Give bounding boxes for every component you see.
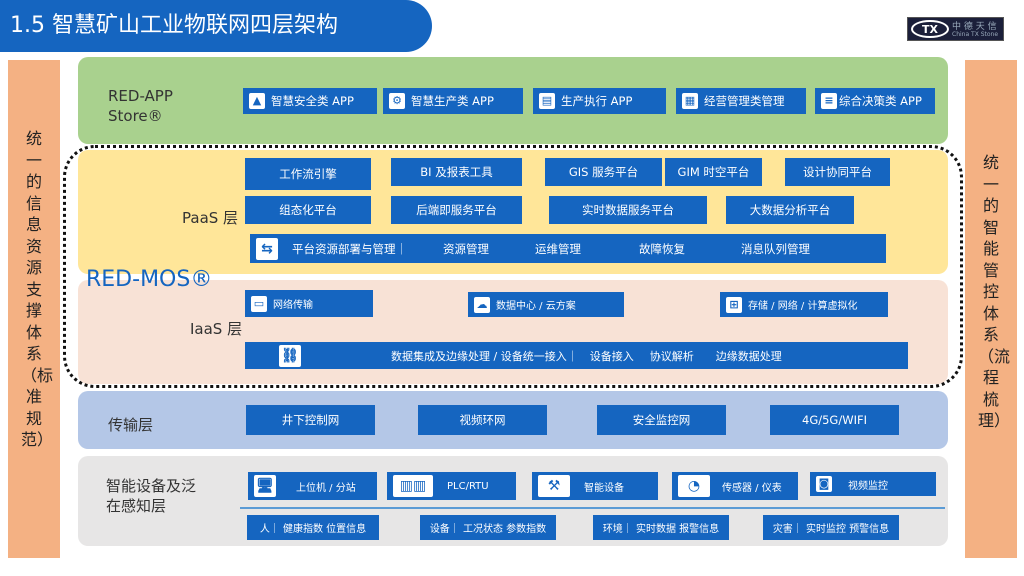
red-mos-label: RED-MOS®	[86, 267, 213, 292]
camera-icon: ◙	[816, 476, 832, 492]
app-production[interactable]: ⚙智慧生产类 APP	[383, 88, 523, 114]
app-management[interactable]: ▦经营管理类管理	[676, 88, 806, 114]
iaas-device-access[interactable]: 设备接入	[589, 349, 634, 363]
perception-divider	[240, 507, 945, 509]
logo-mark: TX	[911, 20, 949, 38]
logo-cn: 中 德 天 信	[952, 22, 997, 32]
perception-layer-label: 智能设备及泛在感知层	[106, 477, 197, 515]
chart-icon: ▦	[682, 93, 698, 109]
paas-message-queue[interactable]: 消息队列管理	[741, 241, 810, 256]
paas-design-collab[interactable]: 设计协同平台	[785, 158, 890, 186]
paas-workflow-engine[interactable]: 工作流引擎	[245, 158, 371, 190]
server-icon: ≡	[821, 93, 837, 109]
transport-safety-monitor[interactable]: 安全监控网	[597, 405, 726, 435]
transport-layer-label: 传输层	[108, 416, 154, 434]
device-plc[interactable]: ▥▥PLC/RTU	[387, 472, 516, 500]
warning-icon: ▲	[249, 93, 265, 109]
iaas-network[interactable]: ▭网络传输	[245, 290, 373, 317]
cloud-icon: ☁	[474, 296, 490, 313]
paas-resource-mgmt[interactable]: 资源管理	[443, 241, 489, 256]
exchange-icon: ⇆	[256, 237, 278, 260]
device-video[interactable]: ◙视频监控	[810, 472, 936, 496]
paas-bi-tools[interactable]: BI 及报表工具	[391, 158, 522, 186]
paas-realtime-data[interactable]: 实时数据服务平台	[549, 196, 707, 224]
paas-baas[interactable]: 后端即服务平台	[391, 196, 522, 224]
left-side-text: 统一的信息资源支撑体系（标准规范）	[21, 129, 54, 449]
info-environment[interactable]: 环境｜ 实时数据 报警信息	[593, 515, 729, 540]
company-logo: TX 中 德 天 信 China TX Stone	[907, 17, 1004, 41]
app-decision[interactable]: ≡综合决策类 APP	[815, 88, 935, 114]
paas-gim[interactable]: GIM 时空平台	[665, 158, 762, 186]
red-mos-outline	[63, 145, 963, 388]
info-disaster[interactable]: 灾害｜ 实时监控 预警信息	[763, 515, 899, 540]
iaas-virtualization[interactable]: ⊞存储 / 网络 / 计算虚拟化	[720, 292, 888, 317]
info-equipment[interactable]: 设备｜ 工况状态 参数指数	[420, 515, 556, 540]
computer-icon: 🖥	[254, 475, 276, 497]
iaas-datacenter[interactable]: ☁数据中心 / 云方案	[468, 292, 624, 317]
transport-video-ring[interactable]: 视频环网	[418, 405, 547, 435]
iaas-edge-processing[interactable]: 边缘数据处理	[715, 349, 782, 363]
device-smart[interactable]: ⚒智能设备	[532, 472, 658, 500]
paas-big-data[interactable]: 大数据分析平台	[726, 196, 854, 224]
info-person[interactable]: 人｜ 健康指数 位置信息	[247, 515, 379, 540]
grid-icon: ⊞	[726, 296, 742, 313]
iaas-integration-bar: ⛓ 数据集成及边缘处理 / 设备统一接入｜ 设备接入 协议解析 边缘数据处理	[245, 342, 908, 369]
right-side-panel: 统一的智能管控体系（流程梳理）	[965, 60, 1017, 558]
iaas-layer-label: IaaS 层	[190, 320, 243, 338]
robot-arm-icon: ⚒	[538, 475, 570, 497]
switch-icon: ▭	[251, 295, 267, 312]
paas-resource-bar: ⇆ 平台资源部署与管理｜ 资源管理 运维管理 故障恢复 消息队列管理	[250, 234, 886, 263]
left-side-panel: 统一的信息资源支撑体系（标准规范）	[8, 60, 60, 558]
right-side-text: 统一的智能管控体系（流程梳理）	[978, 153, 1011, 430]
app-execution[interactable]: ▤生产执行 APP	[533, 88, 666, 114]
paas-gis[interactable]: GIS 服务平台	[545, 158, 662, 186]
transport-wireless[interactable]: 4G/5G/WIFI	[770, 405, 899, 435]
document-icon: ▤	[539, 93, 555, 109]
plc-icon: ▥▥	[393, 475, 433, 497]
app-layer-label: RED-APP Store®	[108, 87, 173, 125]
page-title: 1.5 智慧矿山工业物联网四层架构	[0, 0, 432, 52]
link-icon: ⛓	[279, 344, 301, 367]
device-sensor[interactable]: ◔传感器 / 仪表	[672, 472, 798, 500]
gauge-icon: ◔	[678, 475, 710, 497]
iaas-edge-integration[interactable]: 数据集成及边缘处理 / 设备统一接入｜	[391, 349, 578, 363]
paas-configuration[interactable]: 组态化平台	[245, 196, 371, 224]
gear-icon: ⚙	[389, 93, 405, 109]
paas-fault-recovery[interactable]: 故障恢复	[639, 241, 685, 256]
transport-underground[interactable]: 井下控制网	[246, 405, 375, 435]
iaas-protocol-parse[interactable]: 协议解析	[649, 349, 694, 363]
paas-ops-mgmt[interactable]: 运维管理	[535, 241, 581, 256]
paas-deploy-mgmt[interactable]: 平台资源部署与管理｜	[292, 241, 407, 256]
paas-layer-label: PaaS 层	[182, 209, 239, 227]
logo-en: China TX Stone	[952, 31, 999, 38]
device-host[interactable]: 🖥上位机 / 分站	[248, 472, 377, 500]
app-safety[interactable]: ▲智慧安全类 APP	[243, 88, 377, 114]
